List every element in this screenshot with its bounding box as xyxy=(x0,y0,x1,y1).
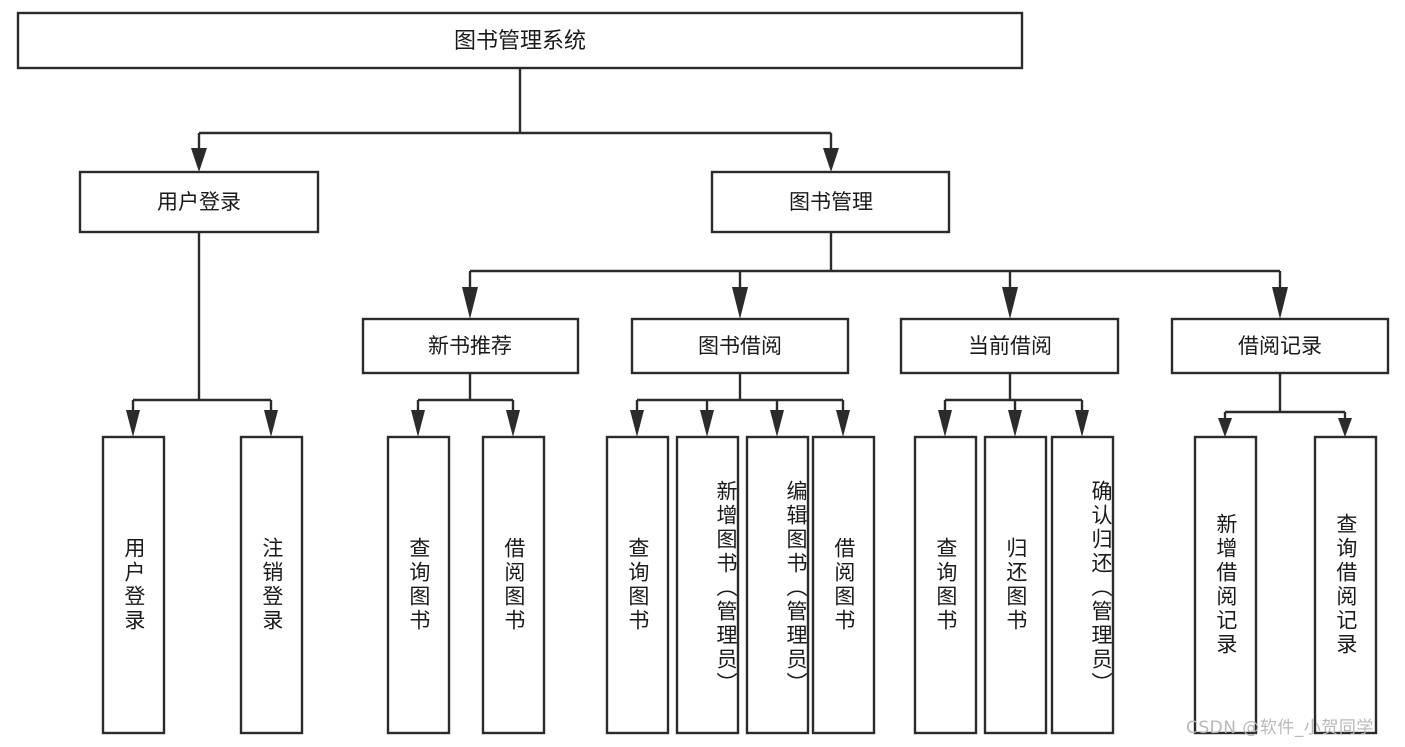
arrow-icon-leaf-confirm-return xyxy=(1075,410,1089,437)
arrow-icon-leaf-query-record xyxy=(1338,418,1352,437)
node-user-login-label: 用户登录 xyxy=(157,190,241,214)
node-leaf-edit-book-box[interactable] xyxy=(745,435,810,735)
node-leaf-query-book-3-box[interactable] xyxy=(913,435,978,735)
node-current-borrow[interactable]: 当前借阅 xyxy=(899,317,1120,375)
node-book-management[interactable]: 图书管理 xyxy=(710,170,951,234)
arrow-icon-leaf-user-login xyxy=(126,410,140,437)
arrow-icon-leaf-add-book xyxy=(700,410,714,437)
node-book-management-box[interactable] xyxy=(710,170,951,234)
node-user-login[interactable]: 用户登录 xyxy=(78,170,320,234)
connector-layer xyxy=(126,68,1352,437)
node-borrow-record[interactable]: 借阅记录 xyxy=(1170,317,1390,375)
arrow-icon-leaf-query-book-1 xyxy=(411,410,425,437)
arrow-icon-to-current-borrow xyxy=(1002,287,1018,319)
node-root-box[interactable] xyxy=(16,11,1024,70)
arrow-icon-to-book-borrow xyxy=(732,287,748,319)
node-root-label: 图书管理系统 xyxy=(454,29,586,54)
arrow-icon-leaf-query-book-2 xyxy=(630,410,644,437)
node-leaf-borrow-book-1-box[interactable] xyxy=(481,435,546,735)
node-borrow-record-label: 借阅记录 xyxy=(1238,334,1322,358)
node-leaf-query-book-1-box[interactable] xyxy=(386,435,451,735)
node-root[interactable]: 图书管理系统 xyxy=(16,11,1024,70)
node-leaf-add-book-box[interactable] xyxy=(675,435,740,735)
leaf-box-layer xyxy=(101,435,1378,735)
arrow-icon-leaf-logout-login xyxy=(264,410,278,437)
arrow-icon-to-book-management xyxy=(823,148,839,172)
arrow-icon-to-user-login xyxy=(191,148,207,172)
node-new-book-recommend-label: 新书推荐 xyxy=(428,334,512,358)
node-leaf-logout-login-box[interactable] xyxy=(239,435,304,735)
node-current-borrow-label: 当前借阅 xyxy=(968,334,1052,358)
node-new-book-recommend-box[interactable] xyxy=(361,317,580,375)
arrow-icon-to-new-book-recommend xyxy=(462,287,478,319)
node-book-management-label: 图书管理 xyxy=(789,190,873,214)
node-leaf-query-book-2-box[interactable] xyxy=(605,435,670,735)
node-leaf-confirm-return-box[interactable] xyxy=(1050,435,1115,735)
node-leaf-user-login-box[interactable] xyxy=(101,435,166,735)
arrow-icon-leaf-query-book-3 xyxy=(938,410,952,437)
arrow-icon-leaf-borrow-book-1 xyxy=(506,410,520,437)
node-book-borrow[interactable]: 图书借阅 xyxy=(630,317,850,375)
watermark-text: CSDN @软件_小贺同学 xyxy=(1186,718,1374,738)
node-current-borrow-box[interactable] xyxy=(899,317,1120,375)
node-leaf-add-record-box[interactable] xyxy=(1193,435,1258,735)
arrow-icon-leaf-add-record xyxy=(1218,418,1232,437)
node-leaf-return-book-box[interactable] xyxy=(983,435,1048,735)
node-user-login-box[interactable] xyxy=(78,170,320,234)
arrow-icon-leaf-borrow-book-2 xyxy=(836,410,850,437)
arrow-icon-to-borrow-record xyxy=(1272,287,1288,319)
node-new-book-recommend[interactable]: 新书推荐 xyxy=(361,317,580,375)
arrow-icon-leaf-edit-book xyxy=(770,410,784,437)
node-leaf-query-record-box[interactable] xyxy=(1313,435,1378,735)
node-borrow-record-box[interactable] xyxy=(1170,317,1390,375)
node-book-borrow-box[interactable] xyxy=(630,317,850,375)
arrow-icon-leaf-return-book xyxy=(1008,410,1022,437)
node-book-borrow-label: 图书借阅 xyxy=(698,334,782,358)
node-leaf-borrow-book-2-box[interactable] xyxy=(811,435,876,735)
